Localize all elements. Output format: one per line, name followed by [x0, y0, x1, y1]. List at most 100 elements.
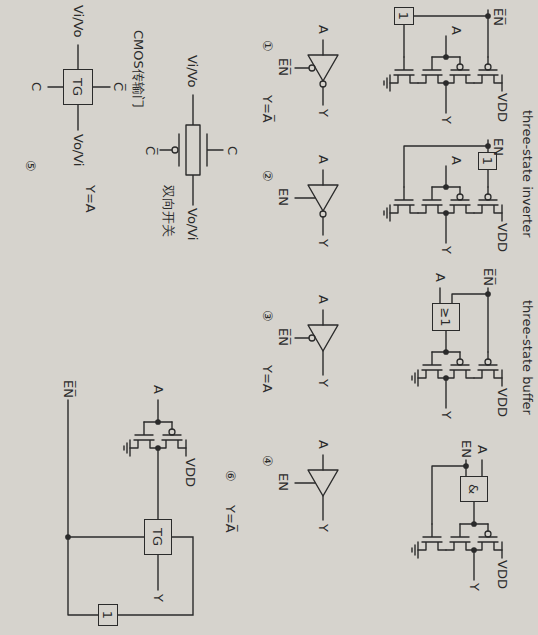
signal-label: Y=A̅ — [260, 95, 275, 123]
junction-dot — [444, 81, 448, 85]
pmos-transistor — [446, 187, 474, 213]
signal-label: E̅N̅ — [276, 328, 291, 346]
ground-symbol — [412, 370, 418, 386]
junction-dot — [472, 548, 476, 552]
signal-label: EN — [276, 188, 291, 206]
nmos-transistor — [418, 187, 446, 213]
inversion-bubble — [457, 194, 463, 200]
signal-label: ① — [260, 40, 275, 52]
nmos-transistor — [390, 187, 418, 213]
pmos-transistor — [474, 187, 502, 213]
signal-label: ⑤ — [23, 160, 38, 172]
signal-label: ④ — [260, 455, 275, 467]
wire — [295, 337, 309, 338]
signal-label: Y — [316, 109, 331, 117]
section-title: three-state inverter — [520, 110, 535, 237]
inversion-bubble — [485, 64, 491, 70]
signal-label: VDD — [183, 458, 198, 487]
gate-label: ≥1 — [439, 307, 454, 326]
inversion-bubble — [485, 531, 491, 537]
wire — [473, 550, 474, 580]
pmos-transistor — [474, 524, 502, 550]
signal-label: A — [316, 295, 331, 304]
signal-label: E̅N̅ — [61, 380, 76, 398]
signal-label: Vi/Vo — [71, 5, 86, 37]
signal-label: VDD — [495, 560, 510, 589]
transmission-gate-box: TG — [63, 69, 93, 105]
inversion-bubble — [309, 335, 315, 341]
nmos-transistor — [130, 422, 158, 448]
inversion-bubble — [320, 211, 326, 217]
ground-symbol — [384, 205, 390, 221]
pmos-transistor — [446, 352, 474, 378]
junction-dot — [156, 446, 160, 450]
wire — [322, 40, 323, 55]
signal-label: Y — [439, 246, 454, 254]
wire — [445, 213, 446, 243]
inversion-bubble — [172, 147, 178, 153]
buffer-triangle — [308, 325, 338, 351]
signal-label: A — [433, 273, 448, 282]
nmos-transistor — [418, 524, 446, 550]
signal-label: EN — [459, 440, 474, 458]
inversion-bubble — [320, 81, 326, 87]
transmission-gate-channel — [186, 95, 200, 205]
signal-label: 双向开关 — [161, 185, 176, 237]
junction-dot — [486, 292, 490, 296]
signal-label: A — [151, 385, 166, 394]
inversion-bubble — [457, 359, 463, 365]
wire — [322, 87, 323, 105]
junction-dot — [444, 55, 448, 59]
transmission-gate-gates — [160, 134, 223, 166]
signal-label: C̅ — [143, 146, 158, 155]
wire — [432, 36, 460, 57]
wire — [322, 170, 323, 185]
signal-label: C — [29, 82, 44, 91]
transmission-gate-box: TG — [144, 519, 172, 555]
wire — [144, 400, 172, 422]
signal-label: Y — [316, 379, 331, 387]
wire — [445, 83, 446, 113]
section-title: three-state buffer — [520, 300, 535, 415]
gate-label: & — [467, 484, 482, 494]
wire — [295, 197, 315, 198]
signal-label: EN — [276, 473, 291, 491]
junction-dot — [444, 185, 448, 189]
wire — [295, 67, 309, 68]
wire — [432, 288, 488, 352]
signal-label: E̅N̅ — [481, 268, 496, 286]
signal-label: CMOS传输门 — [131, 30, 146, 108]
inversion-bubble — [457, 64, 463, 70]
logic-gate-box: 1 — [394, 7, 414, 25]
signal-label: VDD — [495, 388, 510, 417]
gate-label: 1 — [101, 611, 116, 619]
signal-label: Y — [316, 239, 331, 247]
gate-label: TG — [71, 78, 86, 96]
wire — [432, 460, 488, 524]
junction-dot — [156, 420, 160, 424]
signal-label: A — [316, 440, 331, 449]
wire — [432, 166, 460, 187]
junction-dot — [444, 350, 448, 354]
inversion-bubble — [169, 429, 175, 435]
pmos-transistor — [158, 422, 186, 448]
signal-label: A — [449, 156, 464, 165]
signal-label: A — [316, 25, 331, 34]
nmos-transistor — [390, 57, 418, 83]
wire — [322, 217, 323, 235]
junction-dot — [472, 522, 476, 526]
signal-label: C̅ — [111, 82, 126, 91]
wire — [68, 400, 158, 615]
pmos-transistor — [474, 352, 502, 378]
signal-label: Y=A̅ — [223, 505, 238, 533]
junction-dot — [444, 376, 448, 380]
signal-label: Y=A — [260, 365, 275, 393]
wire — [322, 351, 323, 375]
ground-symbol — [384, 75, 390, 91]
wire — [295, 482, 315, 483]
signal-label: EN — [491, 138, 506, 156]
gate-label: TG — [151, 528, 166, 546]
signal-label: Y — [439, 411, 454, 419]
gate-label: 1 — [481, 157, 496, 165]
junction-dot — [444, 211, 448, 215]
